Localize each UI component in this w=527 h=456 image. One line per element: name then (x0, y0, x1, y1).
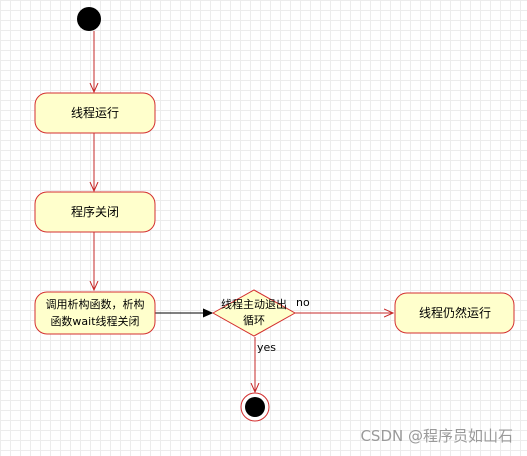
node-thread-running (34, 92, 156, 134)
start-node (77, 7, 101, 31)
edge-label-yes: yes (257, 341, 276, 354)
node-still-running (394, 292, 515, 334)
decision-label-line1: 线程主动退出 (221, 297, 287, 311)
node-program-close-label: 程序关闭 (71, 204, 119, 219)
node-call-destructor-line2: 函数wait线程关闭 (50, 314, 139, 328)
edge-label-no: no (296, 296, 310, 309)
node-call-destructor (34, 291, 156, 335)
node-program-close (34, 191, 156, 233)
decision-diamond (211, 289, 297, 337)
watermark: CSDN @程序员如山石 (360, 427, 513, 445)
node-call-destructor-line1: 调用析构函数，析构 (46, 297, 145, 311)
node-thread-running-label: 线程运行 (71, 105, 119, 120)
node-still-running-label: 线程仍然运行 (419, 305, 491, 320)
end-node-inner (245, 397, 265, 417)
decision-label-line2: 循环 (243, 314, 265, 327)
